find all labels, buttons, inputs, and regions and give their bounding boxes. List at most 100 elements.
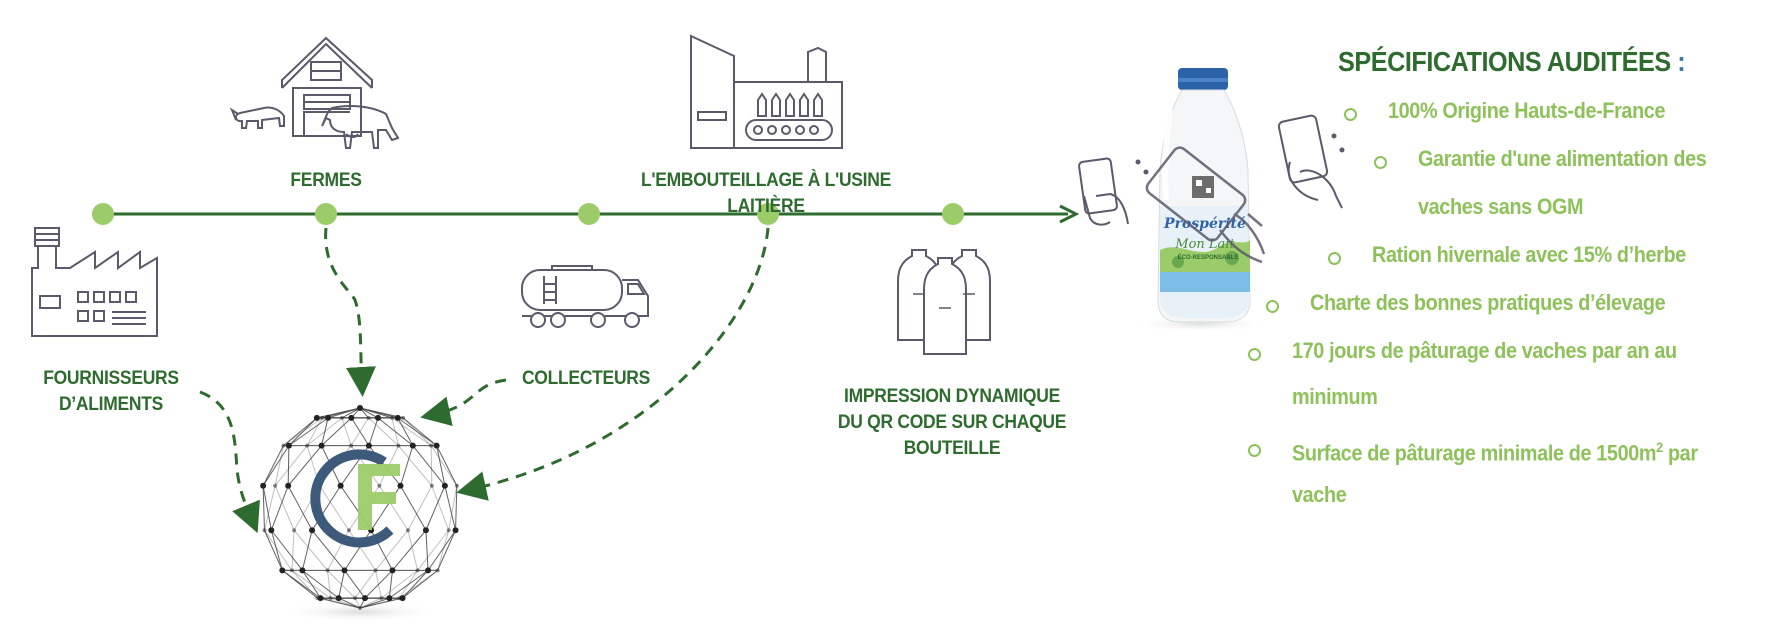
globe-edge xyxy=(287,445,322,487)
globe-node xyxy=(422,527,429,534)
globe-edge xyxy=(306,417,343,447)
globe-edge xyxy=(391,417,432,447)
globe-node xyxy=(305,443,310,448)
cow-icon xyxy=(229,105,400,149)
globe-node xyxy=(397,596,402,601)
spec-item: Ration hivernale avec 15% d’herbe xyxy=(1372,242,1686,267)
globe-node xyxy=(375,414,382,421)
globe-node xyxy=(425,567,432,574)
globe-edge xyxy=(348,529,376,571)
globe-edge xyxy=(350,417,370,446)
globe-node xyxy=(325,568,330,573)
globe-edge xyxy=(319,485,350,531)
globe-edge xyxy=(320,597,361,609)
timeline-node xyxy=(757,203,779,225)
globe-node xyxy=(389,567,396,574)
globe-node xyxy=(346,528,351,533)
globe-node xyxy=(285,442,292,449)
globe-edge xyxy=(437,530,450,571)
globe-node xyxy=(389,415,394,420)
globe-edge xyxy=(354,570,376,599)
globe-edge xyxy=(359,597,390,609)
globe-node xyxy=(320,415,325,420)
globe-node xyxy=(268,527,275,534)
globe-edge xyxy=(436,445,458,486)
globe-node xyxy=(409,442,416,449)
globe-edge xyxy=(288,417,318,447)
spec-item: Surface de pâturage minimale de 1500m2 p… xyxy=(1292,424,1698,476)
globe-node xyxy=(309,527,316,534)
timeline-arrow-icon xyxy=(1059,204,1080,224)
globe-edge xyxy=(381,569,418,599)
globe-node xyxy=(262,528,267,533)
globe-edge xyxy=(448,485,458,531)
bottle-product: Mon Lait xyxy=(1174,237,1235,252)
globe-edge xyxy=(359,407,379,419)
globe-node xyxy=(394,414,401,421)
globe-edge xyxy=(274,445,284,486)
factory-icon xyxy=(31,227,158,337)
globe-edge xyxy=(291,530,295,571)
globe-node xyxy=(357,405,363,411)
globe-edge xyxy=(425,530,429,571)
globe-edge xyxy=(359,597,403,609)
globe-node xyxy=(397,482,404,489)
spec-item-continued: vache xyxy=(1292,482,1347,507)
globe-edge xyxy=(287,485,313,531)
spec-item: Charte des bonnes pratiques d’élevage xyxy=(1310,290,1666,315)
globe-node xyxy=(281,443,286,448)
globe-node xyxy=(446,528,451,533)
bullet-icon xyxy=(1344,108,1357,121)
globe-node xyxy=(289,568,294,573)
globe-edge xyxy=(431,485,450,531)
globe-node xyxy=(452,527,459,534)
globe-edge xyxy=(402,570,429,599)
globe-edge xyxy=(359,597,400,609)
globe-node xyxy=(328,596,333,601)
globe-node xyxy=(373,568,378,573)
globe-edge xyxy=(321,417,352,447)
superscript: 2 xyxy=(1656,439,1663,455)
globe-node xyxy=(366,415,371,420)
globe-node xyxy=(292,528,297,533)
globe-edge xyxy=(283,417,323,447)
globe-node xyxy=(260,482,267,489)
globe-edge xyxy=(400,485,427,531)
globe-edge xyxy=(417,529,450,571)
globe-edge xyxy=(375,529,409,571)
globe-edge xyxy=(341,407,361,419)
globe-node xyxy=(396,443,401,448)
globe-edge xyxy=(368,417,379,446)
globe-edge xyxy=(407,530,419,571)
timeline xyxy=(92,203,1080,225)
globe-edge xyxy=(262,485,272,531)
globe-edge xyxy=(301,570,321,599)
globe-node xyxy=(377,483,382,488)
globe-edge xyxy=(270,530,283,571)
globe-edge xyxy=(430,445,433,486)
globe-edge xyxy=(350,417,370,446)
spec-item-text: par xyxy=(1667,440,1698,466)
globe-edge xyxy=(377,417,414,447)
globe-edge xyxy=(338,570,345,599)
globe-node xyxy=(325,414,332,421)
phone-scan-icon xyxy=(1078,157,1149,226)
globe-edge xyxy=(264,529,293,571)
globe-edge xyxy=(425,485,446,531)
globe-node xyxy=(435,568,440,573)
globe-node xyxy=(337,482,344,489)
globe-node xyxy=(361,595,368,602)
globe-edge xyxy=(368,417,399,447)
globe-edge xyxy=(301,530,313,571)
globe-node xyxy=(318,442,325,449)
globe-node xyxy=(399,595,406,602)
globe-node xyxy=(433,442,440,449)
globe-edge xyxy=(263,485,276,531)
phone-scan-icon xyxy=(1145,146,1266,264)
globe-node xyxy=(299,567,306,574)
timeline-node xyxy=(315,203,337,225)
globe-edge xyxy=(407,485,433,531)
globe-edge xyxy=(270,529,303,571)
globe-node xyxy=(454,483,459,488)
globe-edge xyxy=(262,485,265,531)
